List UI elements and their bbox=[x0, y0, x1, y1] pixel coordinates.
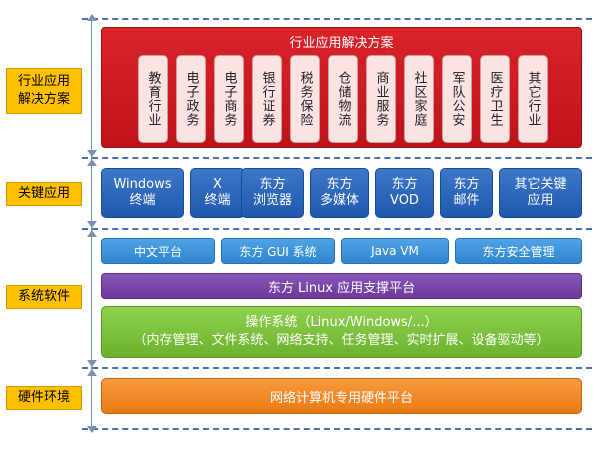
industry-item: 电子商务 bbox=[214, 55, 244, 143]
key-app-line2: 终端 bbox=[204, 193, 231, 208]
key-app-browser: 东方浏览器 bbox=[241, 168, 304, 218]
industry-item: 社区家庭 bbox=[404, 55, 434, 143]
separator-bottom bbox=[82, 428, 592, 430]
industry-item: 军队公安 bbox=[442, 55, 472, 143]
key-app-line1: X bbox=[213, 177, 222, 192]
label-key-apps: 关键应用 bbox=[6, 182, 82, 206]
separator-top bbox=[82, 18, 592, 20]
label-industry: 行业应用 解决方案 bbox=[6, 68, 82, 114]
arrow-down-icon bbox=[87, 150, 97, 157]
industry-panel-title: 行业应用解决方案 bbox=[289, 36, 394, 51]
platform-gui: 东方 GUI 系统 bbox=[221, 238, 335, 264]
key-app-line1: 东方 bbox=[453, 177, 480, 192]
linux-support-platform: 东方 Linux 应用支撑平台 bbox=[101, 273, 582, 299]
key-app-line1: 其它关键 bbox=[514, 177, 567, 192]
key-app-line1: Windows bbox=[113, 177, 172, 192]
industry-item: 仓储物流 bbox=[328, 55, 358, 143]
label-hardware: 硬件环境 bbox=[6, 386, 82, 410]
key-app-line2: 终端 bbox=[129, 193, 156, 208]
industry-solutions-panel: 行业应用解决方案 教育行业 电子政务 电子商务 银行证券 税务保险 仓储物流 商… bbox=[101, 27, 582, 148]
industry-item: 其它行业 bbox=[518, 55, 548, 143]
industry-item: 银行证券 bbox=[252, 55, 282, 143]
operating-system-block: 操作系统（Linux/Windows/...） （内存管理、文件系统、网络支持、任… bbox=[101, 306, 582, 358]
key-app-line2: 多媒体 bbox=[319, 193, 359, 208]
key-app-mail: 东方邮件 bbox=[440, 168, 493, 218]
os-line2: （内存管理、文件系统、网络支持、任务管理、实时扩展、设备驱动等） bbox=[133, 333, 550, 348]
key-app-line1: 东方 bbox=[391, 177, 418, 192]
arrow-up-icon bbox=[87, 230, 97, 237]
platform-java-vm: Java VM bbox=[341, 238, 449, 264]
industry-item: 教育行业 bbox=[138, 55, 168, 143]
key-app-line2: 应用 bbox=[527, 193, 554, 208]
industry-item: 电子政务 bbox=[176, 55, 206, 143]
platform-chinese: 中文平台 bbox=[101, 238, 215, 264]
key-app-other: 其它关键应用 bbox=[499, 168, 582, 218]
os-line1: 操作系统（Linux/Windows/...） bbox=[245, 315, 438, 330]
arrow-up-icon bbox=[87, 159, 97, 166]
label-industry-line1: 行业应用 bbox=[17, 74, 70, 89]
separator-2 bbox=[82, 228, 592, 230]
key-app-line2: 邮件 bbox=[453, 193, 480, 208]
arrow-down-icon bbox=[87, 360, 97, 367]
separator-1 bbox=[82, 157, 592, 159]
arrow-up-icon bbox=[87, 14, 97, 21]
industry-item: 税务保险 bbox=[290, 55, 320, 143]
key-app-line1: 东方 bbox=[259, 177, 286, 192]
arrow-down-icon bbox=[87, 221, 97, 228]
key-app-line2: VOD bbox=[390, 193, 419, 208]
key-app-line1: 东方 bbox=[326, 177, 353, 192]
hardware-platform: 网络计算机专用硬件平台 bbox=[101, 378, 582, 414]
separator-3 bbox=[82, 367, 592, 369]
arrow-up-icon bbox=[87, 369, 97, 376]
key-app-multimedia: 东方多媒体 bbox=[310, 168, 369, 218]
label-system-software: 系统软件 bbox=[6, 285, 82, 309]
industry-item: 医疗卫生 bbox=[480, 55, 510, 143]
arrow-down-icon bbox=[87, 426, 97, 433]
platform-security: 东方安全管理 bbox=[455, 238, 582, 264]
key-app-line2: 浏览器 bbox=[252, 193, 292, 208]
label-industry-line2: 解决方案 bbox=[17, 92, 70, 107]
industry-item: 商业服务 bbox=[366, 55, 396, 143]
